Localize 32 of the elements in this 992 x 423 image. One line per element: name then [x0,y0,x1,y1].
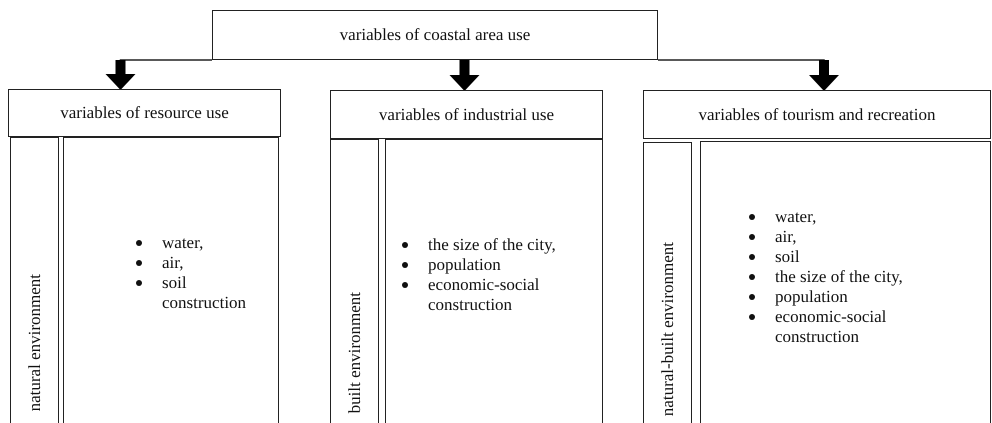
title-box [212,10,658,60]
list-item: air, [162,252,184,272]
variable-list-box [700,141,991,423]
list-item: soil construction [162,272,246,312]
side-label-box [643,142,692,423]
list-item: population [775,286,848,306]
vertical-label: built environment [344,292,364,413]
category-header-box [330,90,603,139]
block-arrow [106,59,212,90]
list-item: water, [775,206,816,226]
list-item: the size of the city, [775,266,903,286]
block-arrow [450,60,480,91]
list-item: soil [775,246,800,266]
vertical-label: natural environment [24,274,44,411]
side-label-box [10,137,59,423]
vertical-label: natural-built environment [658,242,678,416]
side-label-box [330,139,379,423]
variable-list-box [385,139,603,423]
list-item: air, [775,226,796,246]
category-header-box [8,89,281,137]
title-text: variables of coastal area use [340,25,530,45]
list-item: the size of the city, [428,234,556,254]
header-text: variables of industrial use [378,104,554,124]
list-item: population [428,254,501,274]
list-item: economic-social construction [775,306,886,346]
header-text: variables of tourism and recreation [698,104,936,124]
list-item: water, [162,232,204,252]
block-arrow [658,59,839,91]
category-header-box [643,90,991,139]
list-item: economic-social construction [428,274,540,314]
variable-list-box [63,137,279,423]
header-text: variables of resource use [60,103,229,123]
